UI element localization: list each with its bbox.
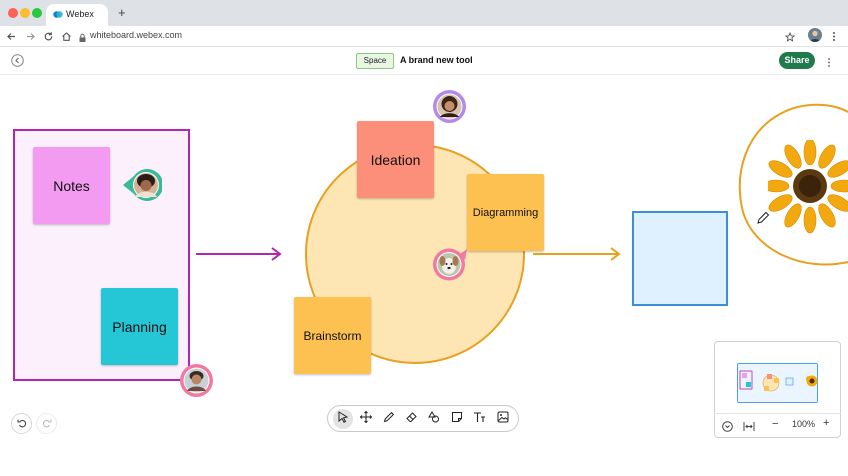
connector-arrow[interactable] bbox=[196, 246, 284, 262]
browser-forward-icon[interactable] bbox=[25, 29, 36, 40]
whiteboard-header bbox=[0, 47, 848, 75]
sunflower-image[interactable] bbox=[768, 140, 848, 235]
profile-avatar[interactable] bbox=[808, 28, 822, 42]
sticky-note-icon bbox=[451, 410, 463, 428]
new-tab-button[interactable]: + bbox=[118, 5, 126, 20]
maximize-window-button[interactable] bbox=[32, 8, 42, 18]
minimize-window-button[interactable] bbox=[20, 8, 30, 18]
image-tool[interactable] bbox=[493, 409, 513, 429]
collapse-minimap-icon[interactable] bbox=[722, 419, 733, 432]
pencil-cursor-icon bbox=[756, 211, 770, 225]
eraser-tool[interactable] bbox=[402, 409, 422, 429]
move-icon bbox=[359, 410, 373, 428]
zoom-out-button[interactable]: − bbox=[772, 418, 779, 430]
minimap-divider bbox=[714, 413, 841, 414]
whiteboard-title[interactable]: A brand new tool bbox=[400, 55, 473, 65]
collaborator-avatar bbox=[180, 364, 213, 397]
text-tool[interactable] bbox=[470, 409, 490, 429]
sticky-note-diagramming[interactable]: Diagramming bbox=[467, 174, 544, 251]
shapes-tool[interactable] bbox=[424, 409, 444, 429]
more-options-icon[interactable] bbox=[827, 55, 831, 67]
zoom-in-button[interactable]: + bbox=[823, 417, 830, 429]
close-window-button[interactable] bbox=[8, 8, 18, 18]
sticky-note-ideation[interactable]: Ideation bbox=[357, 121, 434, 198]
home-icon[interactable] bbox=[61, 29, 72, 41]
undo-button[interactable] bbox=[11, 413, 32, 434]
reload-icon[interactable] bbox=[43, 29, 54, 41]
redo-button[interactable] bbox=[36, 413, 57, 434]
select-icon bbox=[337, 410, 349, 428]
sticky-note-planning[interactable]: Planning bbox=[101, 288, 178, 365]
minimap-thumbnail bbox=[738, 364, 817, 402]
eraser-icon bbox=[405, 410, 418, 428]
collaborator-dog-avatar bbox=[432, 248, 468, 281]
text-icon bbox=[473, 410, 486, 428]
browser-tab[interactable]: Webex bbox=[46, 4, 108, 26]
address-bar bbox=[0, 26, 848, 47]
back-icon[interactable] bbox=[11, 54, 24, 67]
url-text[interactable]: whiteboard.webex.com bbox=[90, 30, 183, 40]
webex-logo-icon bbox=[53, 10, 63, 19]
tab-title: Webex bbox=[66, 9, 94, 19]
browser-back-icon[interactable] bbox=[6, 29, 17, 40]
drawing-toolbar bbox=[327, 405, 519, 432]
browser-tab-bar bbox=[0, 0, 848, 26]
zoom-level: 100% bbox=[792, 419, 816, 429]
pen-tool[interactable] bbox=[379, 409, 399, 429]
fit-to-screen-icon[interactable] bbox=[743, 419, 755, 431]
sticky-note-brainstorm[interactable]: Brainstorm bbox=[294, 297, 371, 374]
space-badge[interactable]: Space bbox=[356, 53, 394, 69]
freehand-stroke[interactable] bbox=[735, 102, 848, 272]
move-tool[interactable] bbox=[356, 409, 376, 429]
shapes-icon bbox=[428, 410, 440, 428]
undo-icon bbox=[16, 415, 27, 433]
bookmark-star-icon[interactable] bbox=[784, 29, 796, 42]
select-tool[interactable] bbox=[333, 408, 354, 429]
share-button[interactable]: Share bbox=[779, 52, 815, 69]
redo-icon bbox=[42, 415, 52, 433]
pen-icon bbox=[383, 410, 395, 428]
collaborator-avatar-pin bbox=[122, 168, 164, 202]
browser-menu-icon[interactable] bbox=[832, 29, 836, 41]
image-icon bbox=[497, 410, 509, 428]
collaborator-avatar bbox=[433, 90, 466, 123]
sticky-note-notes[interactable]: Notes bbox=[33, 147, 110, 224]
rectangle-shape[interactable] bbox=[632, 211, 728, 306]
sticky-note-tool[interactable] bbox=[447, 409, 467, 429]
minimap-sunflower-icon bbox=[806, 374, 818, 387]
minimap-preview[interactable] bbox=[737, 363, 818, 403]
lock-icon bbox=[78, 30, 87, 42]
connector-arrow[interactable] bbox=[533, 246, 623, 262]
